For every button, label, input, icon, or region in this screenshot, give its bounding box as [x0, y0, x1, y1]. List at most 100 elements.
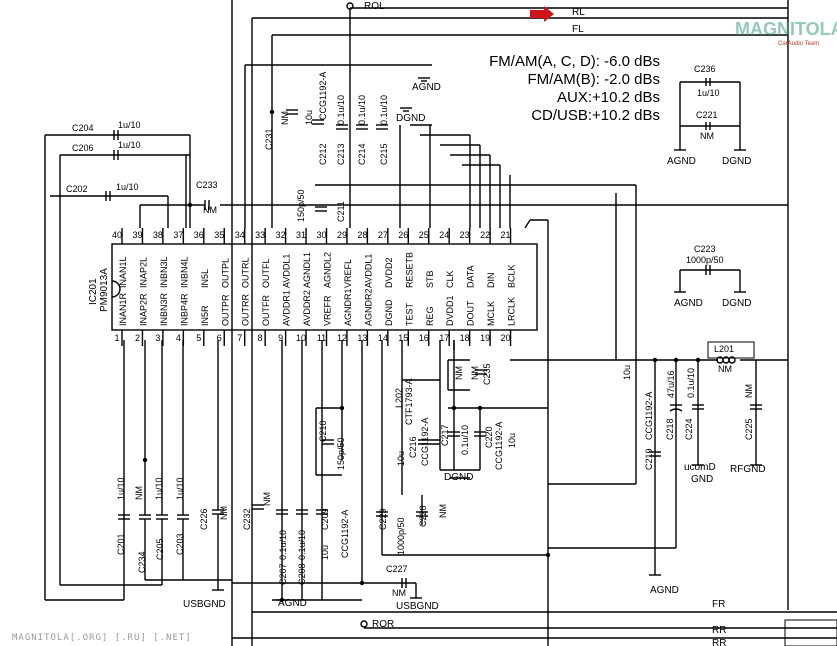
nm-18: NM	[454, 366, 464, 380]
bottom-right-caps: C229 1000p/50 C228 NM L202 CTF1793-A 10u…	[376, 340, 548, 556]
pin-name-top: IN5L	[200, 269, 210, 288]
c219-label: C219	[644, 448, 654, 470]
pin-name-bottom: DVDD1	[445, 295, 455, 326]
input-caps: C204 1u/10 C206 1u/10 C202 1u/10 C233 NM	[66, 120, 218, 215]
c202-label: C202	[66, 184, 88, 194]
c235-value: NM	[470, 366, 480, 380]
gnd-ucomd: ucomD	[684, 462, 716, 473]
ccg-4: CCG1192-A	[494, 422, 504, 470]
c221-label: C221	[696, 110, 718, 120]
c233-label: C233	[196, 180, 218, 190]
power-section: L201 NM 10u C219 CCG1192-A 47u/16 C218 0…	[510, 341, 788, 596]
watermark-text: MAGNITOLA[.ORG] [.RU] [.NET]	[12, 633, 192, 643]
top-grounds: AGND DGND	[396, 77, 441, 124]
c202-value: 1u/10	[116, 182, 139, 192]
pin-name-top: OUTFL	[261, 258, 271, 288]
pin-name-bottom: AGNDR2	[363, 288, 373, 326]
pin-name-top: AGNDL2	[323, 252, 333, 288]
gnd-gnd: GND	[691, 474, 713, 485]
c210-value: 150p/50	[336, 437, 346, 470]
pin-number-top: 26	[398, 230, 408, 240]
level-aux: AUX:+10.2 dBs	[557, 89, 660, 106]
net-rr-1: RR	[712, 625, 726, 636]
ic-pins-bottom: 1INAN1R2INAP2R3INBN3R4INBP4R5IN5R6OUTPR7…	[114, 288, 517, 346]
ic-body: IC201 PM9013A	[88, 243, 538, 331]
pin-name-bottom: AVDDR1	[282, 290, 292, 326]
pin-number-top: 22	[480, 230, 490, 240]
c201-value: 1u/10	[116, 477, 126, 500]
pin-name-top: INAN1L	[118, 256, 128, 288]
pin-number-bottom: 15	[398, 333, 408, 343]
ccg-3: CCG1192-A	[420, 418, 430, 466]
level-fm-am-acd: FM/AM(A, C, D): -6.0 dBs	[489, 53, 660, 70]
logo-text: MAGNITOLA	[735, 19, 837, 39]
pin-name-top: BCLK	[507, 264, 517, 288]
pin-number-bottom: 9	[278, 333, 283, 343]
c212-value: 10u	[304, 110, 314, 125]
pin-number-bottom: 11	[317, 333, 326, 343]
pin-number-top: 40	[112, 230, 122, 240]
c208-label: C208	[297, 563, 307, 585]
pin-number-bottom: 4	[176, 333, 181, 343]
c218-label: C218	[665, 418, 675, 440]
pin-name-bottom: OUTRR	[241, 294, 251, 326]
pin-name-bottom: INAP2R	[138, 293, 148, 326]
pin-number-top: 38	[153, 230, 163, 240]
l202-value: CTF1793-A	[404, 378, 414, 425]
pin-number-top: 25	[419, 230, 429, 240]
pin-name-top: OUTRL	[241, 257, 251, 288]
c207-value: 0.1u/10	[278, 530, 288, 560]
ic-pins-top: 40INAN1L39INAP2L38INBN3L37INBN4L36IN5L35…	[112, 228, 517, 288]
pin-number-bottom: 7	[237, 333, 242, 343]
gnd-rfgnd: RFGND	[730, 464, 766, 475]
c233-value: NM	[203, 205, 217, 215]
c228-value: NM	[438, 504, 448, 518]
c220-value: 10u	[507, 433, 517, 448]
ic-ref: IC201	[88, 278, 99, 305]
c209-value: 10u	[320, 545, 330, 560]
pin-name-top: CLK	[445, 270, 455, 288]
pin-number-top: 23	[460, 230, 470, 240]
pin-name-bottom: LRCLK	[507, 297, 517, 326]
pin-name-top: INBN3L	[159, 256, 169, 288]
pin-number-bottom: 10	[296, 333, 306, 343]
pin-name-bottom: TEST	[404, 302, 414, 326]
gnd-usbgnd-a: USBGND	[183, 599, 226, 610]
c225-label: C225	[744, 418, 754, 440]
c224-label: C224	[684, 418, 694, 440]
c206-value: 1u/10	[118, 140, 141, 150]
net-fr: FR	[712, 599, 725, 610]
pin-number-bottom: 8	[258, 333, 263, 343]
c231-label: C231	[264, 128, 274, 150]
top-caps: C231 NM 10u C212 CCG1192-A 0.1u/10 C213 …	[264, 72, 389, 222]
gnd-agnd-e: AGND	[650, 585, 679, 596]
pin-name-bottom: OUTFR	[261, 295, 271, 326]
ccg-5: CCG1192-A	[644, 392, 654, 440]
pin-number-bottom: 19	[480, 333, 490, 343]
pin-name-top: INBN4L	[179, 256, 189, 288]
c215-value: 0.1u/10	[379, 95, 389, 125]
pin-number-top: 39	[132, 230, 142, 240]
c229-value: 1000p/50	[396, 517, 406, 555]
gnd-agnd-b: AGND	[667, 156, 696, 167]
c204-label: C204	[72, 123, 94, 133]
ccg-1: CCG1192-A	[318, 72, 328, 120]
pin-name-top: DIN	[486, 273, 496, 289]
c234-label: C234	[137, 551, 147, 573]
pin-name-bottom: DGND	[384, 299, 394, 326]
pin-name-bottom: OUTPR	[220, 294, 230, 326]
pin-name-bottom: DOUT	[466, 300, 476, 326]
net-labels: ROL RL FL ROR FR RR RR	[232, 1, 837, 646]
c231-value: NM	[280, 111, 290, 125]
c216-label: C216	[408, 436, 418, 458]
pin-number-top: 28	[357, 230, 367, 240]
bottom-left-caps: 1u/10 C201 NM C234 1u/10 C205 1u/10 C203…	[45, 340, 272, 610]
c236-value: 1u/10	[697, 88, 720, 98]
c210-label: C210	[318, 420, 328, 442]
net-rl: RL	[572, 7, 585, 18]
pin-number-top: 37	[173, 230, 183, 240]
c236-c221-group: C236 1u/10 C221 NM AGND DGND	[667, 64, 751, 167]
pin-number-top: 32	[276, 230, 286, 240]
c216-value: 10u	[396, 451, 406, 466]
